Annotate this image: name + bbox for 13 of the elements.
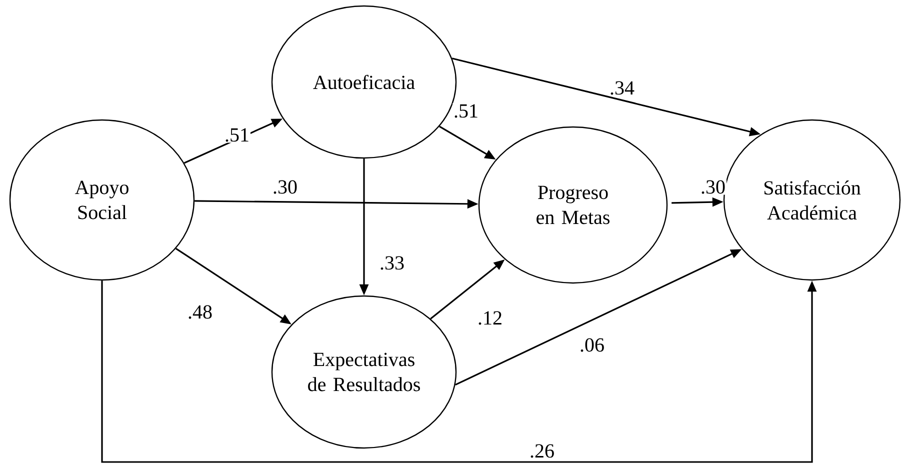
edge-label: .48 [186,304,214,320]
edge-label: .51 [452,103,480,119]
edge-label: .51 [224,127,250,143]
edge-label: .30 [272,179,298,195]
edge-label: .12 [476,310,504,326]
edge-label: .26 [528,443,556,459]
edge-label: .34 [608,80,636,96]
edge-label: .33 [378,255,406,271]
ellipse-node: Apoyo Social [9,119,195,281]
ellipse-node: Progreso en Metas [478,126,668,284]
edge-label: .30 [700,179,726,195]
edge-label: .06 [578,337,606,353]
ellipse-node: Expectativas de Resultados [271,295,457,449]
